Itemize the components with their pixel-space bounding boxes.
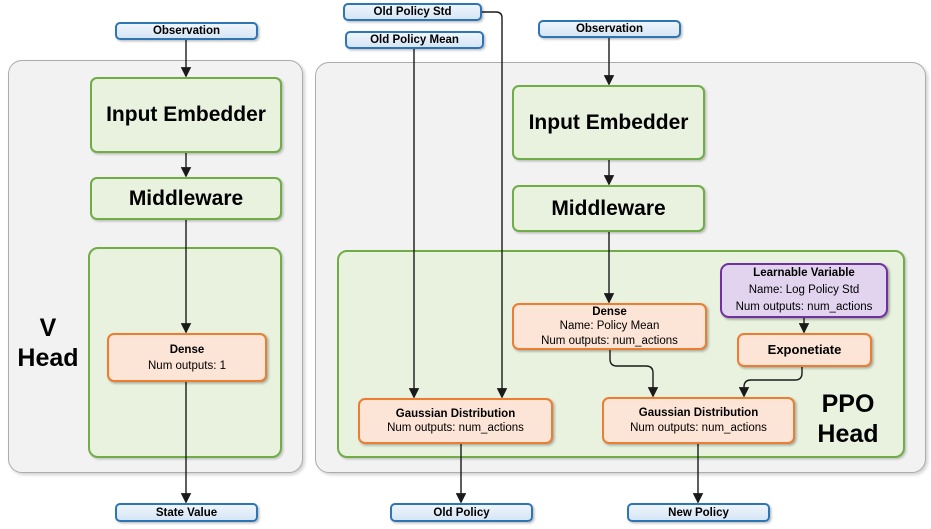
observation-label: Observation	[152, 25, 221, 37]
state-value-node: State Value	[115, 503, 258, 522]
learnable-num-outputs: Num outputs: num_actions	[735, 301, 873, 313]
new-policy-label: New Policy	[668, 506, 729, 519]
arrow-exponetiate-to-gaussian-new	[738, 367, 803, 398]
exponetiate-node: Exponetiate	[737, 333, 872, 367]
arrow-dense-to-gaussian-new	[609, 350, 659, 398]
old-policy-node: Old Policy	[390, 503, 533, 522]
v-head-label: V Head	[17, 314, 79, 372]
middleware-node-v: Middleware	[90, 177, 282, 220]
old-policy-std-label: Old Policy Std	[373, 6, 452, 18]
observation-node-ppo: Observation	[538, 20, 681, 38]
dense-name: Name: Policy Mean	[559, 320, 660, 333]
learnable-variable-node: Learnable Variable Name: Log Policy Std …	[720, 263, 888, 318]
gaussian-title: Gaussian Distribution	[638, 407, 759, 419]
middleware-label: Middleware	[128, 186, 244, 210]
ppo-head-label: PPO Head	[817, 390, 879, 448]
input-embedder-label: Input Embedder	[106, 103, 266, 126]
input-embedder-node-ppo: Input Embedder	[512, 85, 705, 160]
learnable-name: Name: Log Policy Std	[748, 284, 860, 296]
gaussian-num-outputs: Num outputs: num_actions	[387, 422, 524, 434]
learnable-title: Learnable Variable	[753, 267, 855, 279]
dense-title: Dense	[169, 343, 205, 356]
dense-node-v: Dense Num outputs: 1	[107, 333, 267, 382]
arrow-old-policy-std-to-gaussian-old	[482, 11, 508, 399]
observation-label: Observation	[575, 23, 644, 35]
exponetiate-label: Exponetiate	[767, 341, 842, 357]
state-value-label: State Value	[155, 506, 218, 519]
dense-num-outputs: Num outputs: num_actions	[541, 334, 678, 347]
old-policy-label: Old Policy	[433, 506, 490, 519]
dense-num-outputs: Num outputs: 1	[148, 359, 226, 372]
input-embedder-label: Input Embedder	[528, 110, 689, 134]
dense-policy-mean-node: Dense Name: Policy Mean Num outputs: num…	[512, 303, 707, 350]
old-policy-std-node: Old Policy Std	[343, 3, 482, 21]
gaussian-title: Gaussian Distribution	[395, 407, 516, 420]
old-policy-mean-node: Old Policy Mean	[345, 31, 484, 49]
middleware-label: Middleware	[551, 196, 666, 220]
new-policy-node: New Policy	[627, 503, 770, 522]
dense-title: Dense	[592, 305, 627, 318]
gaussian-distribution-new-node: Gaussian Distribution Num outputs: num_a…	[602, 397, 795, 444]
input-embedder-node-v: Input Embedder	[90, 77, 282, 153]
gaussian-num-outputs: Num outputs: num_actions	[630, 421, 767, 434]
old-policy-mean-label: Old Policy Mean	[370, 34, 459, 46]
middleware-node-ppo: Middleware	[512, 185, 705, 232]
observation-node-v: Observation	[115, 22, 258, 40]
gaussian-distribution-old-node: Gaussian Distribution Num outputs: num_a…	[358, 398, 553, 444]
